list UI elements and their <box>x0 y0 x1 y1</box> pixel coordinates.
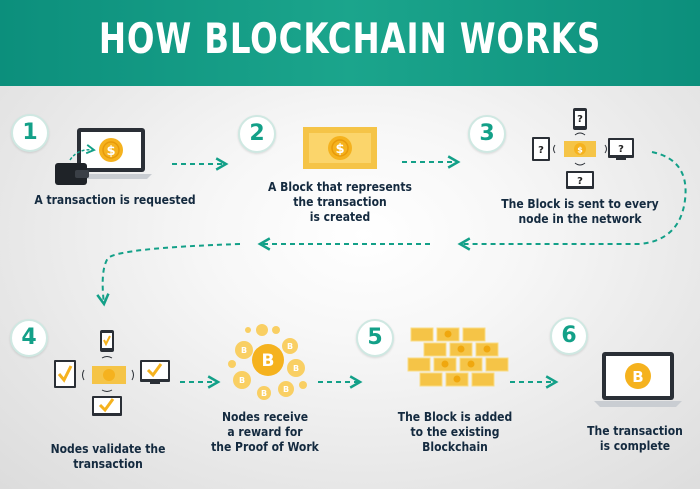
step-number: 4 <box>21 325 37 350</box>
svg-text:B: B <box>262 351 275 371</box>
badge-ring <box>356 319 394 357</box>
svg-text:?: ? <box>618 144 624 155</box>
step-1-label: A transaction is requested <box>30 193 200 208</box>
label-line: Nodes receive <box>221 410 309 424</box>
label-line: Blockchain <box>422 440 488 454</box>
svg-text:B: B <box>241 346 247 355</box>
label-line: The Block is added <box>397 410 513 424</box>
reward-label: Nodes receive a reward for the Proof of … <box>200 410 330 455</box>
step-number: 5 <box>367 325 383 350</box>
svg-text:$: $ <box>106 144 115 159</box>
step-6-label: The transaction is complete <box>575 424 695 454</box>
label-line: The transaction <box>587 424 683 438</box>
svg-text:$: $ <box>335 142 344 157</box>
svg-text:?: ? <box>577 176 583 187</box>
label-line: node in the network <box>518 212 642 226</box>
label-line: is complete <box>599 439 671 453</box>
badge-ring <box>550 317 588 355</box>
step-number: 6 <box>561 323 577 348</box>
label-line: to the existing <box>410 425 500 439</box>
bitcoin-reward-icon: B B B B B B B <box>228 324 307 400</box>
svg-text:$: $ <box>577 146 583 155</box>
step-3-label: The Block is sent to every node in the n… <box>500 197 660 227</box>
badge-ring <box>238 115 276 153</box>
label-line: The Block is sent to every <box>501 197 659 211</box>
svg-text:B: B <box>293 364 299 373</box>
laptop-wallet-icon: $ <box>55 128 152 185</box>
network-nodes-icon: ? ? ? ? $ <box>532 108 634 189</box>
label-line: the Proof of Work <box>211 440 319 454</box>
page-title: HOW BLOCKCHAIN WORKS <box>98 14 602 63</box>
svg-text:B: B <box>261 389 267 398</box>
svg-text:B: B <box>632 368 643 386</box>
laptop-bitcoin-icon: B <box>594 352 682 407</box>
validating-nodes-icon <box>54 330 170 416</box>
step-2-label: A Block that represents the transaction … <box>255 180 425 225</box>
svg-text:?: ? <box>577 114 583 125</box>
svg-text:B: B <box>239 376 245 385</box>
label-line: A Block that represents <box>268 180 412 194</box>
label-line: A transaction is requested <box>34 193 196 207</box>
flow-arrows <box>96 151 687 389</box>
block-icon: $ <box>303 127 377 169</box>
svg-text:B: B <box>287 342 293 351</box>
label-line: a reward for <box>227 425 303 439</box>
arrow-3-to-4c <box>96 243 241 307</box>
badge-ring <box>10 319 48 357</box>
step-number: 2 <box>249 121 265 146</box>
label-line: the transaction <box>293 195 387 209</box>
step-4-label: Nodes validate the transaction <box>18 442 198 472</box>
label-line: is created <box>309 210 371 224</box>
svg-text:B: B <box>283 385 289 394</box>
header-banner: HOW BLOCKCHAIN WORKS <box>0 0 700 86</box>
step-5-label: The Block is added to the existing Block… <box>385 410 525 455</box>
blockchain-wall-icon <box>407 327 509 387</box>
arrow-3-to-4 <box>457 151 687 251</box>
svg-text:?: ? <box>538 145 544 156</box>
badge-ring <box>468 115 506 153</box>
step-number: 1 <box>22 120 38 145</box>
badge-ring <box>11 114 49 152</box>
label-line: Nodes validate the transaction <box>50 442 166 471</box>
step-number: 3 <box>479 121 495 146</box>
